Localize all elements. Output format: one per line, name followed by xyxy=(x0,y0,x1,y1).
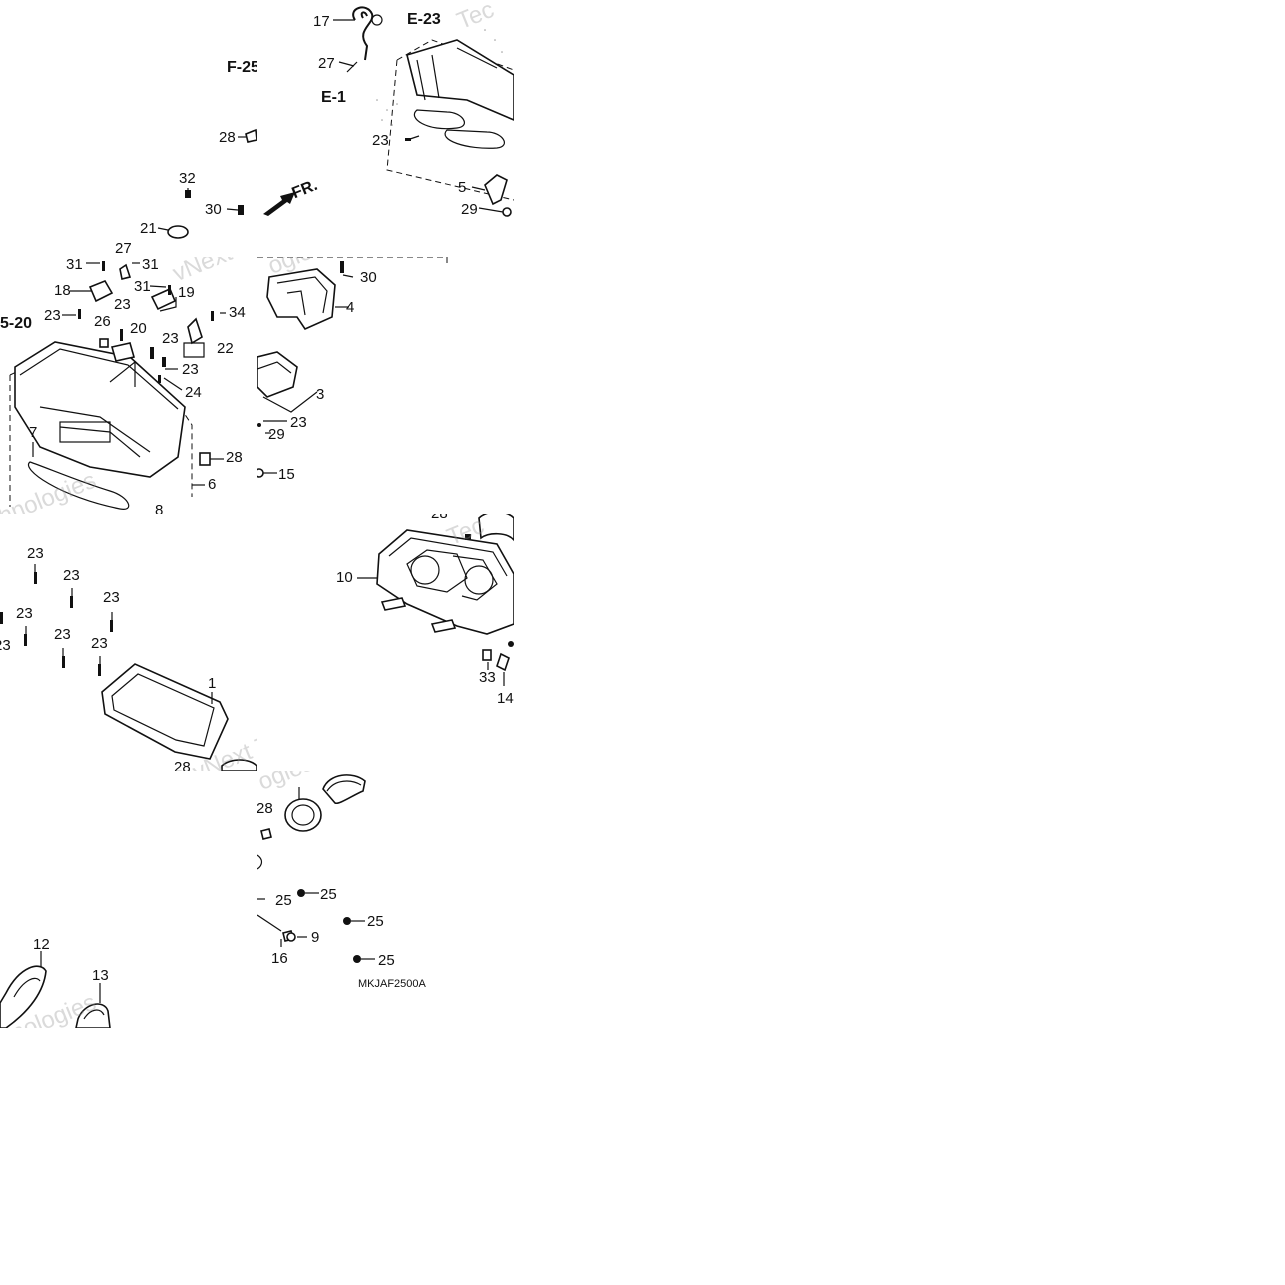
part-10-label: 10 xyxy=(336,569,353,586)
part-5-label: 5 xyxy=(458,179,467,196)
tile-lower-right: 28 10 33 14 Tec xyxy=(257,514,514,771)
tile-bottom-left: 12 13 hnologies xyxy=(0,771,257,1028)
part-13-label: 13 xyxy=(92,967,109,984)
tile-top-left-art xyxy=(238,128,257,143)
part-23-f-label: 23 xyxy=(54,626,71,643)
part-31-right-label: 31 xyxy=(142,257,159,273)
part-23-e-label: 23 xyxy=(0,637,11,654)
part-8-label: 8 xyxy=(155,502,164,514)
part-1-label: 1 xyxy=(208,675,217,692)
part-25-b-label: 25 xyxy=(320,886,337,903)
part-30-mid-label: 30 xyxy=(360,269,377,286)
part-4-label: 4 xyxy=(346,299,355,316)
part-31-left-label: 31 xyxy=(66,257,83,273)
part-22-label: 22 xyxy=(217,340,234,357)
part-23-mid2-label: 23 xyxy=(162,330,179,347)
part-23-leftedge-label: 23 xyxy=(44,307,61,324)
part-19-label: 19 xyxy=(178,284,195,301)
tile-middle-right: 30 4 2 3 23 29 15 ogies xyxy=(257,257,514,514)
tile-lower-left: 23 23 23 23 23 23 23 1 28 vNext Tech xyxy=(0,514,257,771)
tile-middle-left: 31 31 18 31 19 23 23 26 34 5-20 20 23 22… xyxy=(0,257,257,514)
part-27-label: 27 xyxy=(318,55,335,72)
part-23-label: 23 xyxy=(372,132,389,149)
part-30-top-label: 30 xyxy=(205,201,222,218)
tile-bottom-left-art xyxy=(0,951,111,1028)
part-3-label: 3 xyxy=(316,386,325,403)
part-27-left-label: 27 xyxy=(115,240,132,257)
part-9-label: 9 xyxy=(311,929,320,946)
ref-e23-label: E-23 xyxy=(407,11,441,28)
part-25-c-label: 25 xyxy=(367,913,384,930)
tile-top-right-art xyxy=(333,6,514,217)
part-21-label: 21 xyxy=(140,220,157,237)
part-25-d-label: 25 xyxy=(378,952,395,969)
part-12-label: 12 xyxy=(33,936,50,953)
part-28-mid-label: 28 xyxy=(226,449,243,466)
part-23-right-label: 23 xyxy=(290,414,307,431)
part-28-lower-label: 28 xyxy=(174,759,191,771)
part-23-mid-label: 23 xyxy=(114,296,131,313)
part-28-top-label: 28 xyxy=(219,129,236,146)
part-23-b-label: 23 xyxy=(63,567,80,584)
tile-middle-left-art xyxy=(9,261,226,510)
part-17-label: 17 xyxy=(313,13,330,30)
part-18-label: 18 xyxy=(54,282,71,299)
ref-e1-label: E-1 xyxy=(321,89,346,106)
tile-top-left-parts xyxy=(157,188,244,239)
part-6-label: 6 xyxy=(208,476,217,493)
part-28-box-label: 28 xyxy=(431,514,448,521)
tile-bottom-right: 28 25 25 25 9 16 25 MKJAF2500A ogies xyxy=(257,771,514,1028)
part-7-label: 7 xyxy=(29,424,38,441)
diagram-code-label: MKJAF2500A xyxy=(358,978,426,990)
tile-lower-right-art xyxy=(357,514,514,686)
tile-top-left: F-25 28 32 30 21 27 xyxy=(0,0,257,257)
part-23-a-label: 23 xyxy=(27,545,44,562)
part-23-g-label: 23 xyxy=(91,635,108,652)
part-23-d-label: 23 xyxy=(16,605,33,622)
part-24-label: 24 xyxy=(185,384,202,401)
tile-lower-left-art xyxy=(0,564,257,771)
tile-top-right: 17 E-23 27 E-1 23 5 29 Tec xyxy=(257,0,514,257)
ref-520-label: 5-20 xyxy=(0,315,33,332)
part-29-label: 29 xyxy=(461,201,478,218)
part-15-label: 15 xyxy=(278,466,295,483)
part-23-c-label: 23 xyxy=(103,589,120,606)
part-31-mid-label: 31 xyxy=(134,278,151,295)
part-23-mid3-label: 23 xyxy=(182,361,199,378)
part-25-a-label: 25 xyxy=(275,892,292,909)
part-26-label: 26 xyxy=(94,313,111,330)
part-16-label: 16 xyxy=(271,950,288,967)
part-33-label: 33 xyxy=(479,669,496,686)
part-20-label: 20 xyxy=(130,320,147,337)
tile-middle-right-art xyxy=(257,257,448,478)
part-14-label: 14 xyxy=(497,690,514,707)
ref-f25-label: F-25 xyxy=(227,59,257,76)
tile-bottom-right-art xyxy=(257,774,375,963)
part-32-label: 32 xyxy=(179,170,196,187)
part-28-bottom-label: 28 xyxy=(257,800,273,817)
part-29-mid-label: 29 xyxy=(268,426,285,443)
part-34-label: 34 xyxy=(229,304,246,321)
